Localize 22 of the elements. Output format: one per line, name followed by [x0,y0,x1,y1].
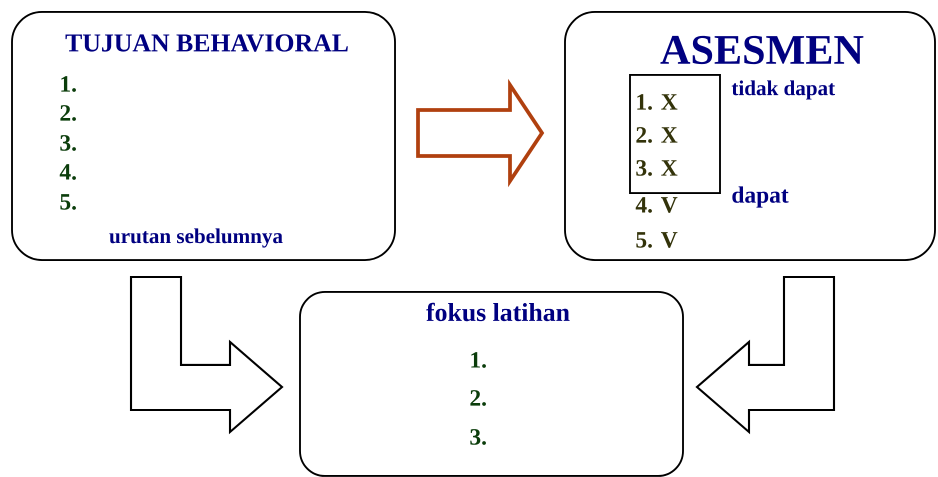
heading: ASESMEN [660,36,864,64]
list-number: 2. [60,105,76,121]
list-number: 3. [60,135,76,151]
list-number: 3. [470,429,486,445]
list-number: 2. [470,390,486,406]
list-item: 5. V [636,232,678,248]
list-item: 1. X [637,94,678,110]
heading: fokus latihan [426,302,570,322]
block-arrow [695,276,836,434]
list-number: 1. [61,76,76,92]
note-text: urutan sebelumnya [109,228,283,248]
list-number: 5. [60,194,76,210]
list-number: 1. [471,352,486,368]
block-arrow [416,78,544,188]
list-item: 2. X [636,127,678,143]
block-arrow [130,276,284,434]
list-item: 4. V [636,197,678,213]
group-label: tidak dapat [732,80,836,100]
list-number: 4. [60,164,76,180]
group-label: dapat [732,186,789,208]
list-item: 3. X [636,160,678,176]
heading: TUJUAN BEHAVIORAL [66,34,348,52]
